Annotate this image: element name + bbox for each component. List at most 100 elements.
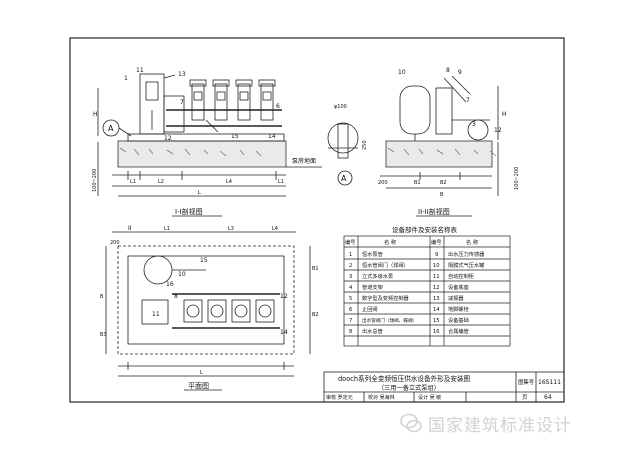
callout-8: 8 xyxy=(446,67,450,74)
dim-H2: H xyxy=(502,111,507,118)
detail-height: 250 xyxy=(362,140,368,150)
th-no1: 编号 xyxy=(345,238,355,246)
drawing-subtitle: （三用一备立式泵组） xyxy=(378,384,440,392)
plan-callout-16: 16 xyxy=(166,281,174,288)
detail-diameter: φ100 xyxy=(334,104,347,110)
watermark-text: 国家建筑标准设计 xyxy=(428,415,572,436)
plan-callout-10: 10 xyxy=(178,271,186,278)
row7-no2: 15 xyxy=(433,318,440,324)
th-name2: 名 称 xyxy=(466,238,478,246)
detail-A-label: A xyxy=(341,174,347,183)
plan-view xyxy=(105,231,311,377)
plan-dim-200: 200 xyxy=(110,240,120,246)
row1-name: 恒水泵管 xyxy=(362,250,383,258)
row1-no2: 9 xyxy=(435,252,438,258)
atlas-number: 16S111 xyxy=(538,379,561,386)
row3-name2: 自动控制柜 xyxy=(448,272,474,280)
dim-base-height-2: 100~200 xyxy=(514,167,520,190)
row8-no: 8 xyxy=(349,329,352,335)
callout-14: 14 xyxy=(268,133,276,140)
callout-12: 12 xyxy=(164,135,172,142)
sheet-frame xyxy=(69,37,565,403)
parts-table-text: 设备部件及安装名称表 编号 名 称 编号 名 称 1 恒水泵管 9 出水压力传感… xyxy=(345,225,485,335)
row5-name: 数字型及变频控制器 xyxy=(362,294,410,302)
dim-B: B xyxy=(440,192,444,198)
section-I-title: I-I剖视图 xyxy=(175,207,203,216)
section-II-view xyxy=(380,75,499,196)
row4-name: 管道支架 xyxy=(362,283,383,291)
row5-no: 5 xyxy=(349,296,352,302)
dim-base-height: 100~200 xyxy=(92,169,98,192)
th-name1: 名 称 xyxy=(384,238,396,246)
dim-L4: L4 xyxy=(226,179,232,185)
callout-11: 11 xyxy=(136,67,144,74)
title-block xyxy=(323,371,565,403)
row8-no2: 16 xyxy=(433,329,440,335)
pump-room-floor-label: 泵房地面 xyxy=(292,157,316,165)
section-I-view xyxy=(97,73,322,197)
plan-callout-14: 14 xyxy=(280,329,288,336)
section-II-title: II-II剖视图 xyxy=(418,207,450,216)
row7-no: 7 xyxy=(349,318,352,324)
th-no2: 编号 xyxy=(431,238,441,246)
row7-name: 出水管阀门（球阀、蝶阀） xyxy=(362,317,417,324)
callout-10: 10 xyxy=(398,69,406,76)
section-I-labels: 11 1 13 7 6 12 14 15 A 泵房地面 H 100~200 L1… xyxy=(92,67,316,217)
row2-name: 恒水管阀门（球阀） xyxy=(362,261,409,269)
plan-callout-8: 8 xyxy=(174,293,178,300)
callout-6: 6 xyxy=(276,103,280,110)
row6-name: 止回阀 xyxy=(362,305,378,313)
row3-no2: 11 xyxy=(433,274,440,280)
row7-name2: 设备基础 xyxy=(448,316,469,324)
dim-H: H xyxy=(93,111,98,118)
dim-L1b: L1 xyxy=(278,179,284,185)
plan-dim-B1: B1 xyxy=(312,266,319,272)
reviewer: 审核 罗定元 xyxy=(326,394,353,401)
plan-dim-B2: B2 xyxy=(312,312,319,318)
row1-no: 1 xyxy=(349,252,352,258)
atlas-label: 图集号 xyxy=(518,378,535,386)
callout-15: 15 xyxy=(231,133,239,140)
row5-name2: 减振器 xyxy=(448,294,464,302)
row1-name2: 出水压力传感器 xyxy=(448,250,485,258)
dim-L1: L1 xyxy=(130,179,136,185)
row6-name2: 地脚螺栓 xyxy=(448,305,470,313)
callout-7: 7 xyxy=(180,99,184,106)
checker: 校对 吴海林 xyxy=(368,394,395,401)
row3-no: 3 xyxy=(349,274,352,280)
dim-B1: B1 xyxy=(414,180,421,186)
dim-L2: L2 xyxy=(158,179,164,185)
callout-3: 3 xyxy=(472,121,476,128)
row6-no2: 14 xyxy=(433,307,440,313)
callout-1: 1 xyxy=(124,75,128,82)
plan-section-mark: II xyxy=(128,225,132,232)
page-number: 64 xyxy=(544,394,552,401)
row4-no2: 12 xyxy=(433,285,440,291)
callout-7b: 7 xyxy=(466,97,470,104)
table-title: 设备部件及安装名称表 xyxy=(392,225,458,234)
section-II-labels: 10 8 9 7 3 12 H 100~200 200 B1 B2 B II-I… xyxy=(378,67,520,217)
dim-L: L xyxy=(198,190,201,196)
plan-callout-12: 12 xyxy=(280,293,288,300)
row5-no2: 13 xyxy=(433,296,440,302)
plan-dim-B3: B3 xyxy=(100,332,107,338)
row4-no: 4 xyxy=(349,285,353,291)
row2-no2: 10 xyxy=(433,263,440,269)
plan-dim-L4: L4 xyxy=(272,226,278,232)
designer: 设计 吴 敏 xyxy=(418,394,441,401)
row2-no: 2 xyxy=(349,263,352,269)
row4-name2: 设备底座 xyxy=(448,283,469,291)
detail-A xyxy=(327,122,359,186)
plan-dim-B: B xyxy=(100,294,104,300)
watermark: 国家建筑标准设计 xyxy=(400,408,636,438)
detail-A-mark: A xyxy=(108,124,114,133)
plan-dim-L: L xyxy=(200,370,203,376)
title-block-text: dooch系列全变频恒压供水设备外形及安装图 （三用一备立式泵组） 图集号 16… xyxy=(326,374,561,401)
plan-dim-L1: L1 xyxy=(164,226,170,232)
row2-name2: 隔膜式气压水罐 xyxy=(448,261,484,269)
drawing-title: dooch系列全变频恒压供水设备外形及安装图 xyxy=(338,374,471,383)
wechat-icon xyxy=(400,413,422,433)
row3-name: 立式多级水泵 xyxy=(362,272,393,280)
